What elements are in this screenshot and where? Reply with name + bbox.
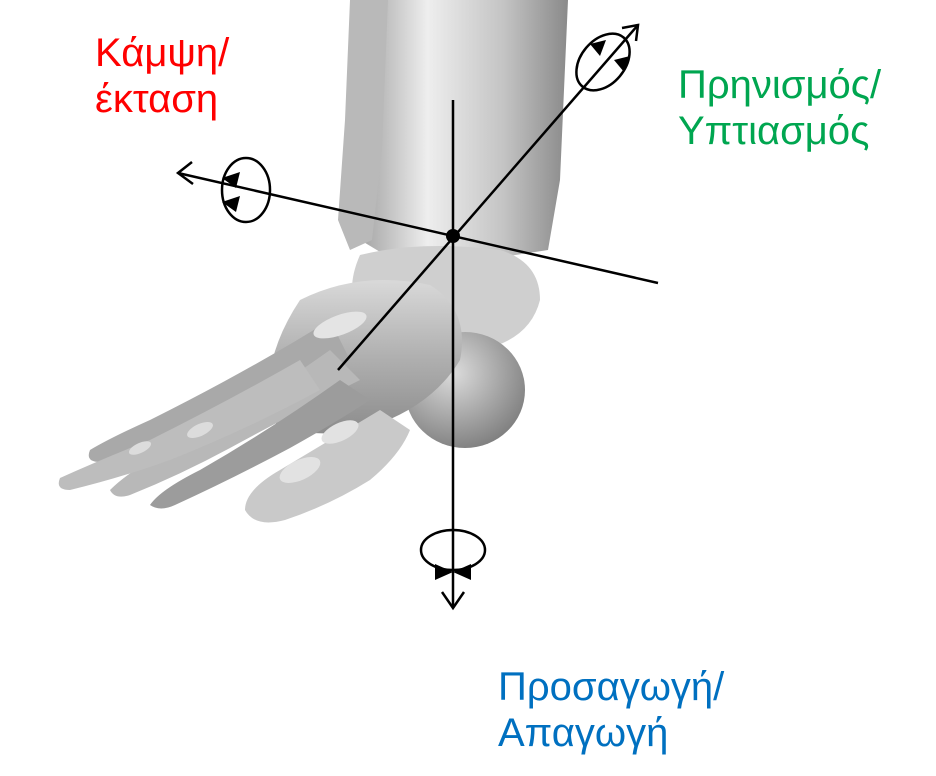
flexion-extension-line1: Κάμψη/ — [95, 30, 229, 76]
flexion-extension-line2: έκταση — [95, 76, 229, 122]
adduction-abduction-line2: Απαγωγή — [498, 710, 724, 756]
pronation-supination-label: Πρηνισμός/ Υπτιασμός — [678, 62, 881, 154]
adduction-abduction-label: Προσαγωγή/ Απαγωγή — [498, 664, 724, 756]
joint-center-point — [446, 229, 460, 243]
flexion-extension-label: Κάμψη/ έκταση — [95, 30, 229, 122]
pronation-supination-line1: Πρηνισμός/ — [678, 62, 881, 108]
flexion-rotation-loop — [222, 158, 270, 222]
pronation-supination-line2: Υπτιασμός — [678, 108, 881, 154]
adduction-abduction-line1: Προσαγωγή/ — [498, 664, 724, 710]
